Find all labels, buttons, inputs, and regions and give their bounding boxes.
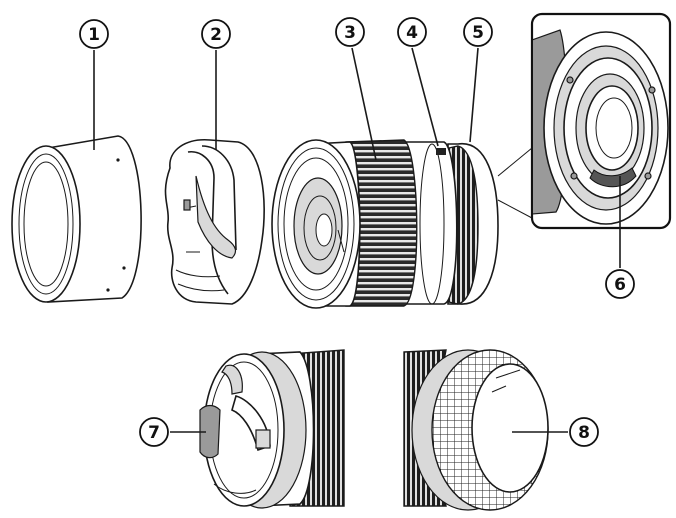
callout-7: 7	[139, 417, 169, 447]
callout-1-label: 1	[88, 25, 100, 45]
callout-5: 5	[463, 17, 493, 47]
callout-4: 4	[397, 17, 427, 47]
lens-body	[271, 139, 499, 309]
callout-8-label: 8	[578, 423, 590, 443]
callout-2-label: 2	[210, 25, 222, 45]
callout-3-label: 3	[344, 23, 356, 43]
lens-hood-petal	[164, 139, 265, 305]
callout-7-label: 7	[148, 423, 160, 443]
rear-lens-cap	[403, 349, 549, 511]
callout-3: 3	[335, 17, 365, 47]
callout-5-label: 5	[472, 23, 484, 43]
callout-6: 6	[605, 269, 635, 299]
callout-1: 1	[79, 19, 109, 49]
mount-detail-inset	[497, 12, 672, 230]
callout-6-label: 6	[614, 275, 626, 295]
front-lens-cap	[199, 349, 345, 509]
callout-4-label: 4	[406, 23, 418, 43]
leader-lines	[93, 47, 621, 433]
callout-8: 8	[569, 417, 599, 447]
callout-2: 2	[201, 19, 231, 49]
lens-hood-cylinder	[11, 135, 142, 303]
